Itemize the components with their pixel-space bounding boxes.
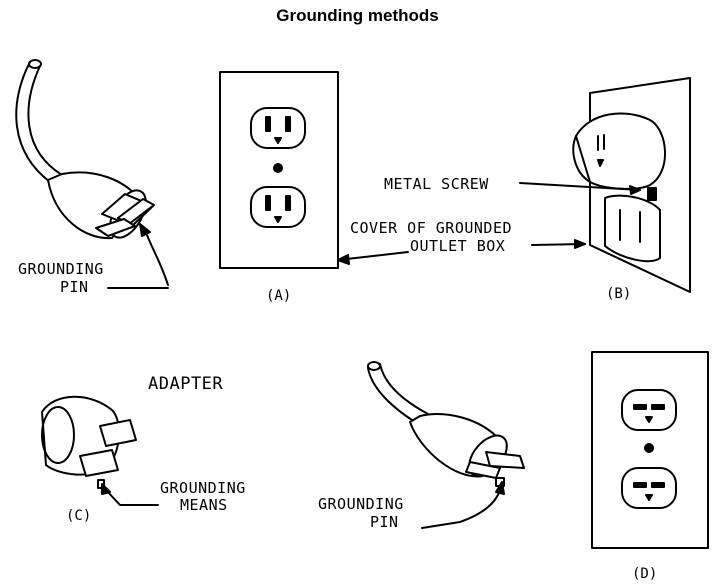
diagram-title: Grounding methods bbox=[276, 6, 439, 25]
duplex-outlet-a bbox=[219, 71, 339, 269]
cover-label-line1: COVER OF GROUNDED bbox=[350, 219, 513, 237]
grounding-means-label-line2: MEANS bbox=[180, 496, 228, 514]
caption-b: (B) bbox=[606, 286, 632, 302]
wall-outlet-b bbox=[572, 77, 691, 293]
grounding-pin-d-label-line1: GROUNDING bbox=[318, 495, 404, 513]
grounding-means-label-line1: GROUNDING bbox=[160, 479, 246, 497]
grounded-plug-illustration bbox=[15, 59, 169, 289]
adapter-illustration bbox=[41, 395, 159, 506]
caption-c: (C) bbox=[66, 508, 92, 524]
cover-label-line2: OUTLET BOX bbox=[410, 237, 506, 255]
metal-screw-label: METAL SCREW bbox=[384, 175, 489, 193]
duplex-outlet-d bbox=[591, 351, 709, 549]
adapter-label: ADAPTER bbox=[148, 374, 224, 394]
grounding-pin-label-line1: GROUNDING bbox=[18, 260, 104, 278]
caption-a: (A) bbox=[266, 288, 292, 304]
caption-d: (D) bbox=[632, 566, 658, 582]
grounding-pin-d-label-line2: PIN bbox=[370, 513, 399, 531]
grounding-pin-label-line2: PIN bbox=[60, 278, 89, 296]
grounded-plug-d-illustration bbox=[367, 361, 525, 529]
